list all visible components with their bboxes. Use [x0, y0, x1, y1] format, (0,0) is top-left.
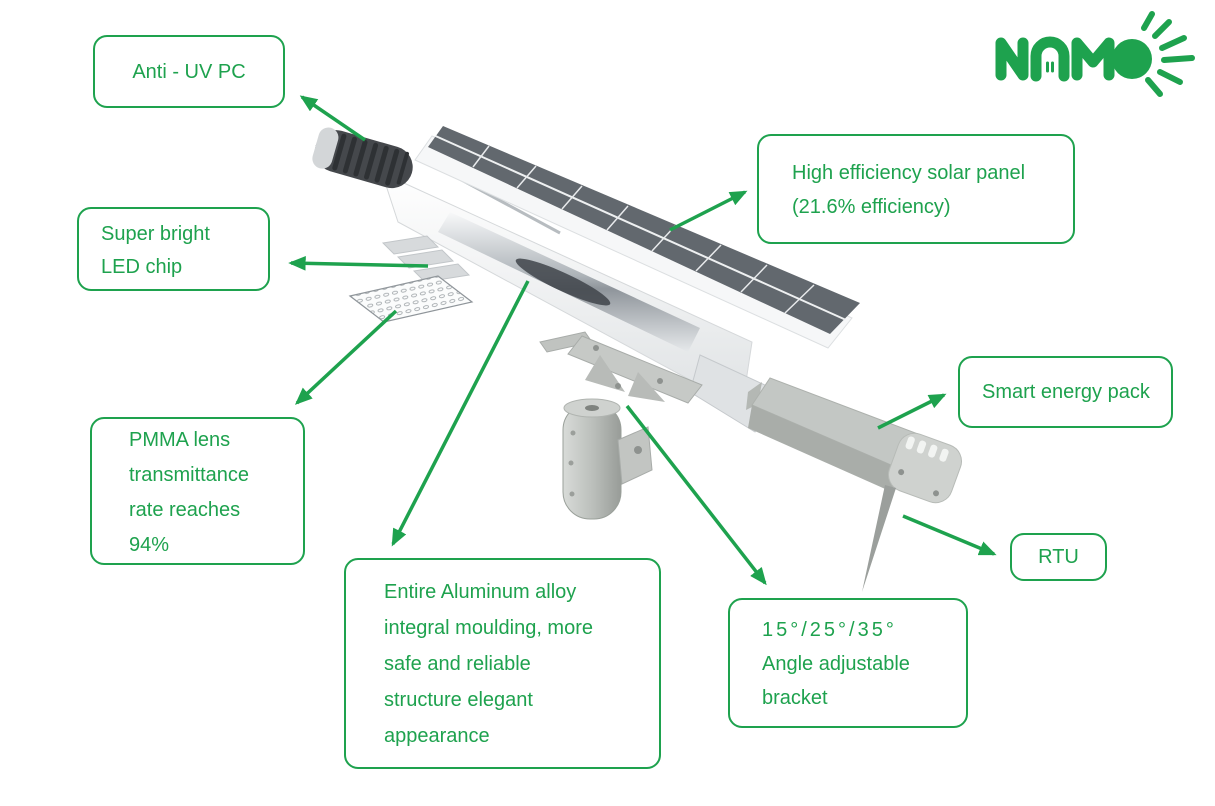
led-chips	[381, 235, 471, 283]
arrow-rtu	[902, 514, 997, 556]
callout-angle-bracket: 15°/25°/35° Angle adjustable bracket	[728, 598, 968, 728]
rtu-antenna	[862, 485, 896, 592]
callout-super-bright-led: Super bright LED chip	[77, 207, 270, 291]
logo-sun-rays-icon	[1141, 11, 1195, 97]
arrow-solar-panel	[669, 190, 748, 232]
callout-pmma-lens: PMMA lens transmittance rate reaches 94%	[90, 417, 305, 565]
logo-led-bulb-icon	[1044, 48, 1056, 62]
logo-letter-m	[1071, 37, 1115, 81]
smart-energy-pack	[746, 377, 962, 592]
callout-solar-panel: High efficiency solar panel (21.6% effic…	[757, 134, 1075, 244]
callout-arrows	[288, 95, 997, 586]
callout-aluminum-body: Entire Aluminum alloy integral moulding,…	[344, 558, 661, 769]
arrow-anti-uv-pc	[299, 95, 366, 142]
anti-uv-pc-cap	[312, 127, 413, 189]
callout-anti-uv-pc: Anti - UV PC	[93, 35, 285, 108]
logo-letter-o-sun	[1112, 39, 1152, 79]
solar-panel	[414, 126, 860, 349]
arrow-pmma-lens	[294, 309, 398, 405]
mounting-bracket	[539, 331, 703, 404]
pole-adapter	[562, 398, 653, 520]
logo-letter-n	[995, 37, 1029, 81]
arrow-led-chip	[288, 255, 429, 271]
logo-letter-o-led	[1030, 36, 1070, 82]
arrow-angle-bracket	[625, 404, 767, 586]
arrow-aluminum-body	[391, 280, 530, 547]
pmma-lens-array	[348, 275, 474, 323]
arrow-energy-pack	[877, 393, 947, 430]
nomo-logo	[995, 11, 1195, 97]
callout-rtu: RTU	[1010, 533, 1107, 581]
callout-smart-energy-pack: Smart energy pack	[958, 356, 1173, 428]
